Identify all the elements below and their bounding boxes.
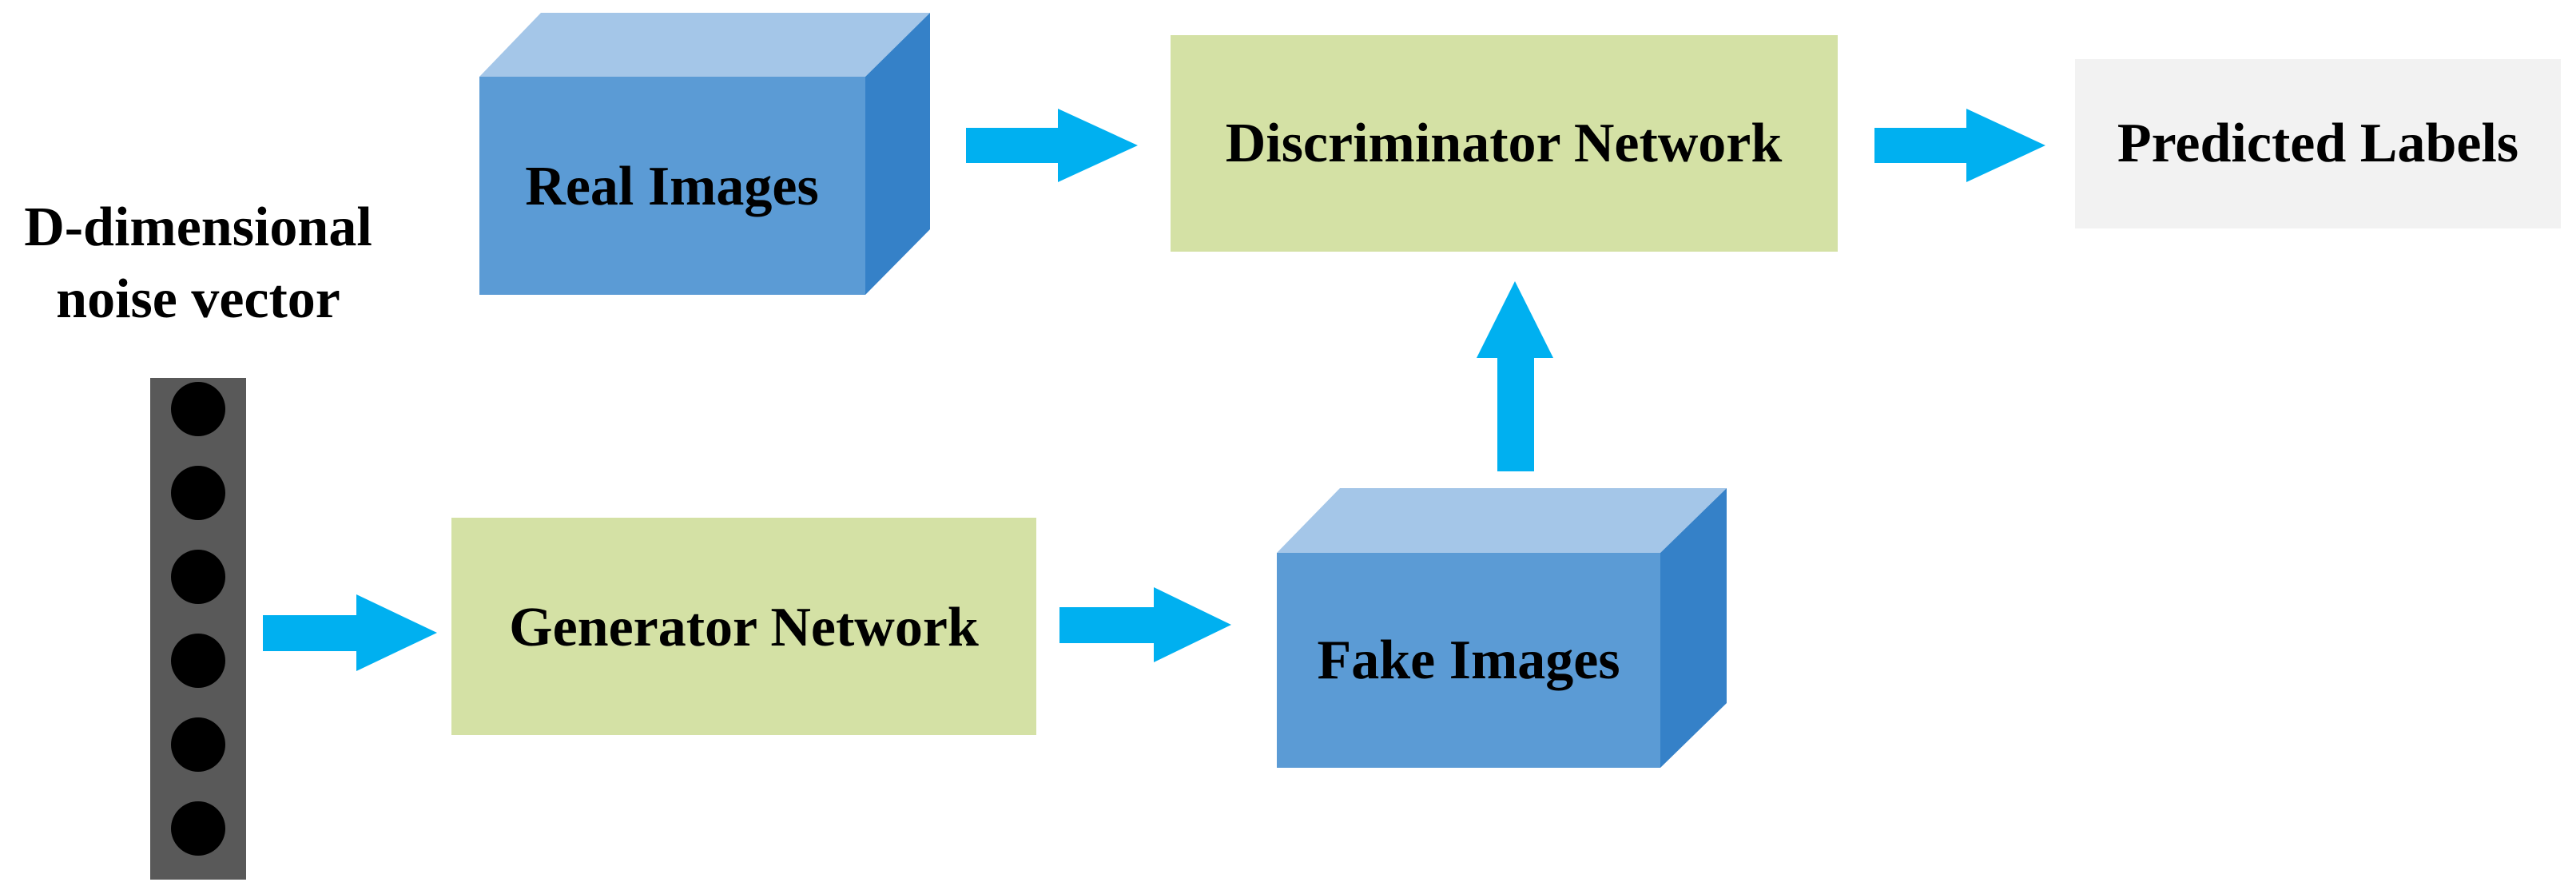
noise-vector-dot	[171, 801, 225, 856]
fake-images-cube-side	[1660, 488, 1727, 768]
arrow-fake-to-discriminator	[1477, 281, 1553, 471]
arrow-noise-to-generator	[263, 594, 437, 671]
generator-network-label: Generator Network	[509, 597, 979, 658]
noise-vector	[150, 378, 246, 880]
noise-vector-dots	[171, 382, 225, 856]
noise-vector-dot	[171, 717, 225, 772]
real-images-cube-top	[479, 13, 930, 77]
arrow-generator-to-fake	[1059, 587, 1231, 662]
real-images-cube: Real Images	[479, 13, 930, 295]
predicted-labels-node: Predicted Labels	[2075, 59, 2561, 228]
discriminator-network-box	[1171, 35, 1838, 252]
generator-network-box	[451, 518, 1036, 735]
noise-vector-dot	[171, 634, 225, 688]
discriminator-network-node: Discriminator Network	[1171, 35, 1838, 252]
noise-vector-label-line1: D-dimensional	[24, 197, 372, 258]
fake-images-label: Fake Images	[1317, 630, 1620, 691]
generator-network-node: Generator Network	[451, 518, 1036, 735]
noise-vector-dot	[171, 550, 225, 604]
arrow-real-to-discriminator	[966, 109, 1138, 182]
noise-vector-dot	[171, 382, 225, 436]
noise-vector-bar	[150, 378, 246, 880]
fake-images-cube-top	[1277, 488, 1727, 553]
predicted-labels-box	[2075, 59, 2561, 228]
real-images-label: Real Images	[525, 156, 818, 217]
predicted-labels-label: Predicted Labels	[2117, 113, 2518, 174]
arrow-discriminator-to-labels	[1874, 109, 2045, 182]
real-images-cube-side	[865, 13, 930, 295]
noise-vector-label-line2: noise vector	[56, 268, 340, 330]
fake-images-cube: Fake Images	[1277, 488, 1727, 768]
discriminator-network-label: Discriminator Network	[1226, 113, 1783, 174]
real-images-cube-front	[479, 77, 865, 295]
noise-vector-dot	[171, 466, 225, 520]
fake-images-cube-front	[1277, 553, 1660, 768]
